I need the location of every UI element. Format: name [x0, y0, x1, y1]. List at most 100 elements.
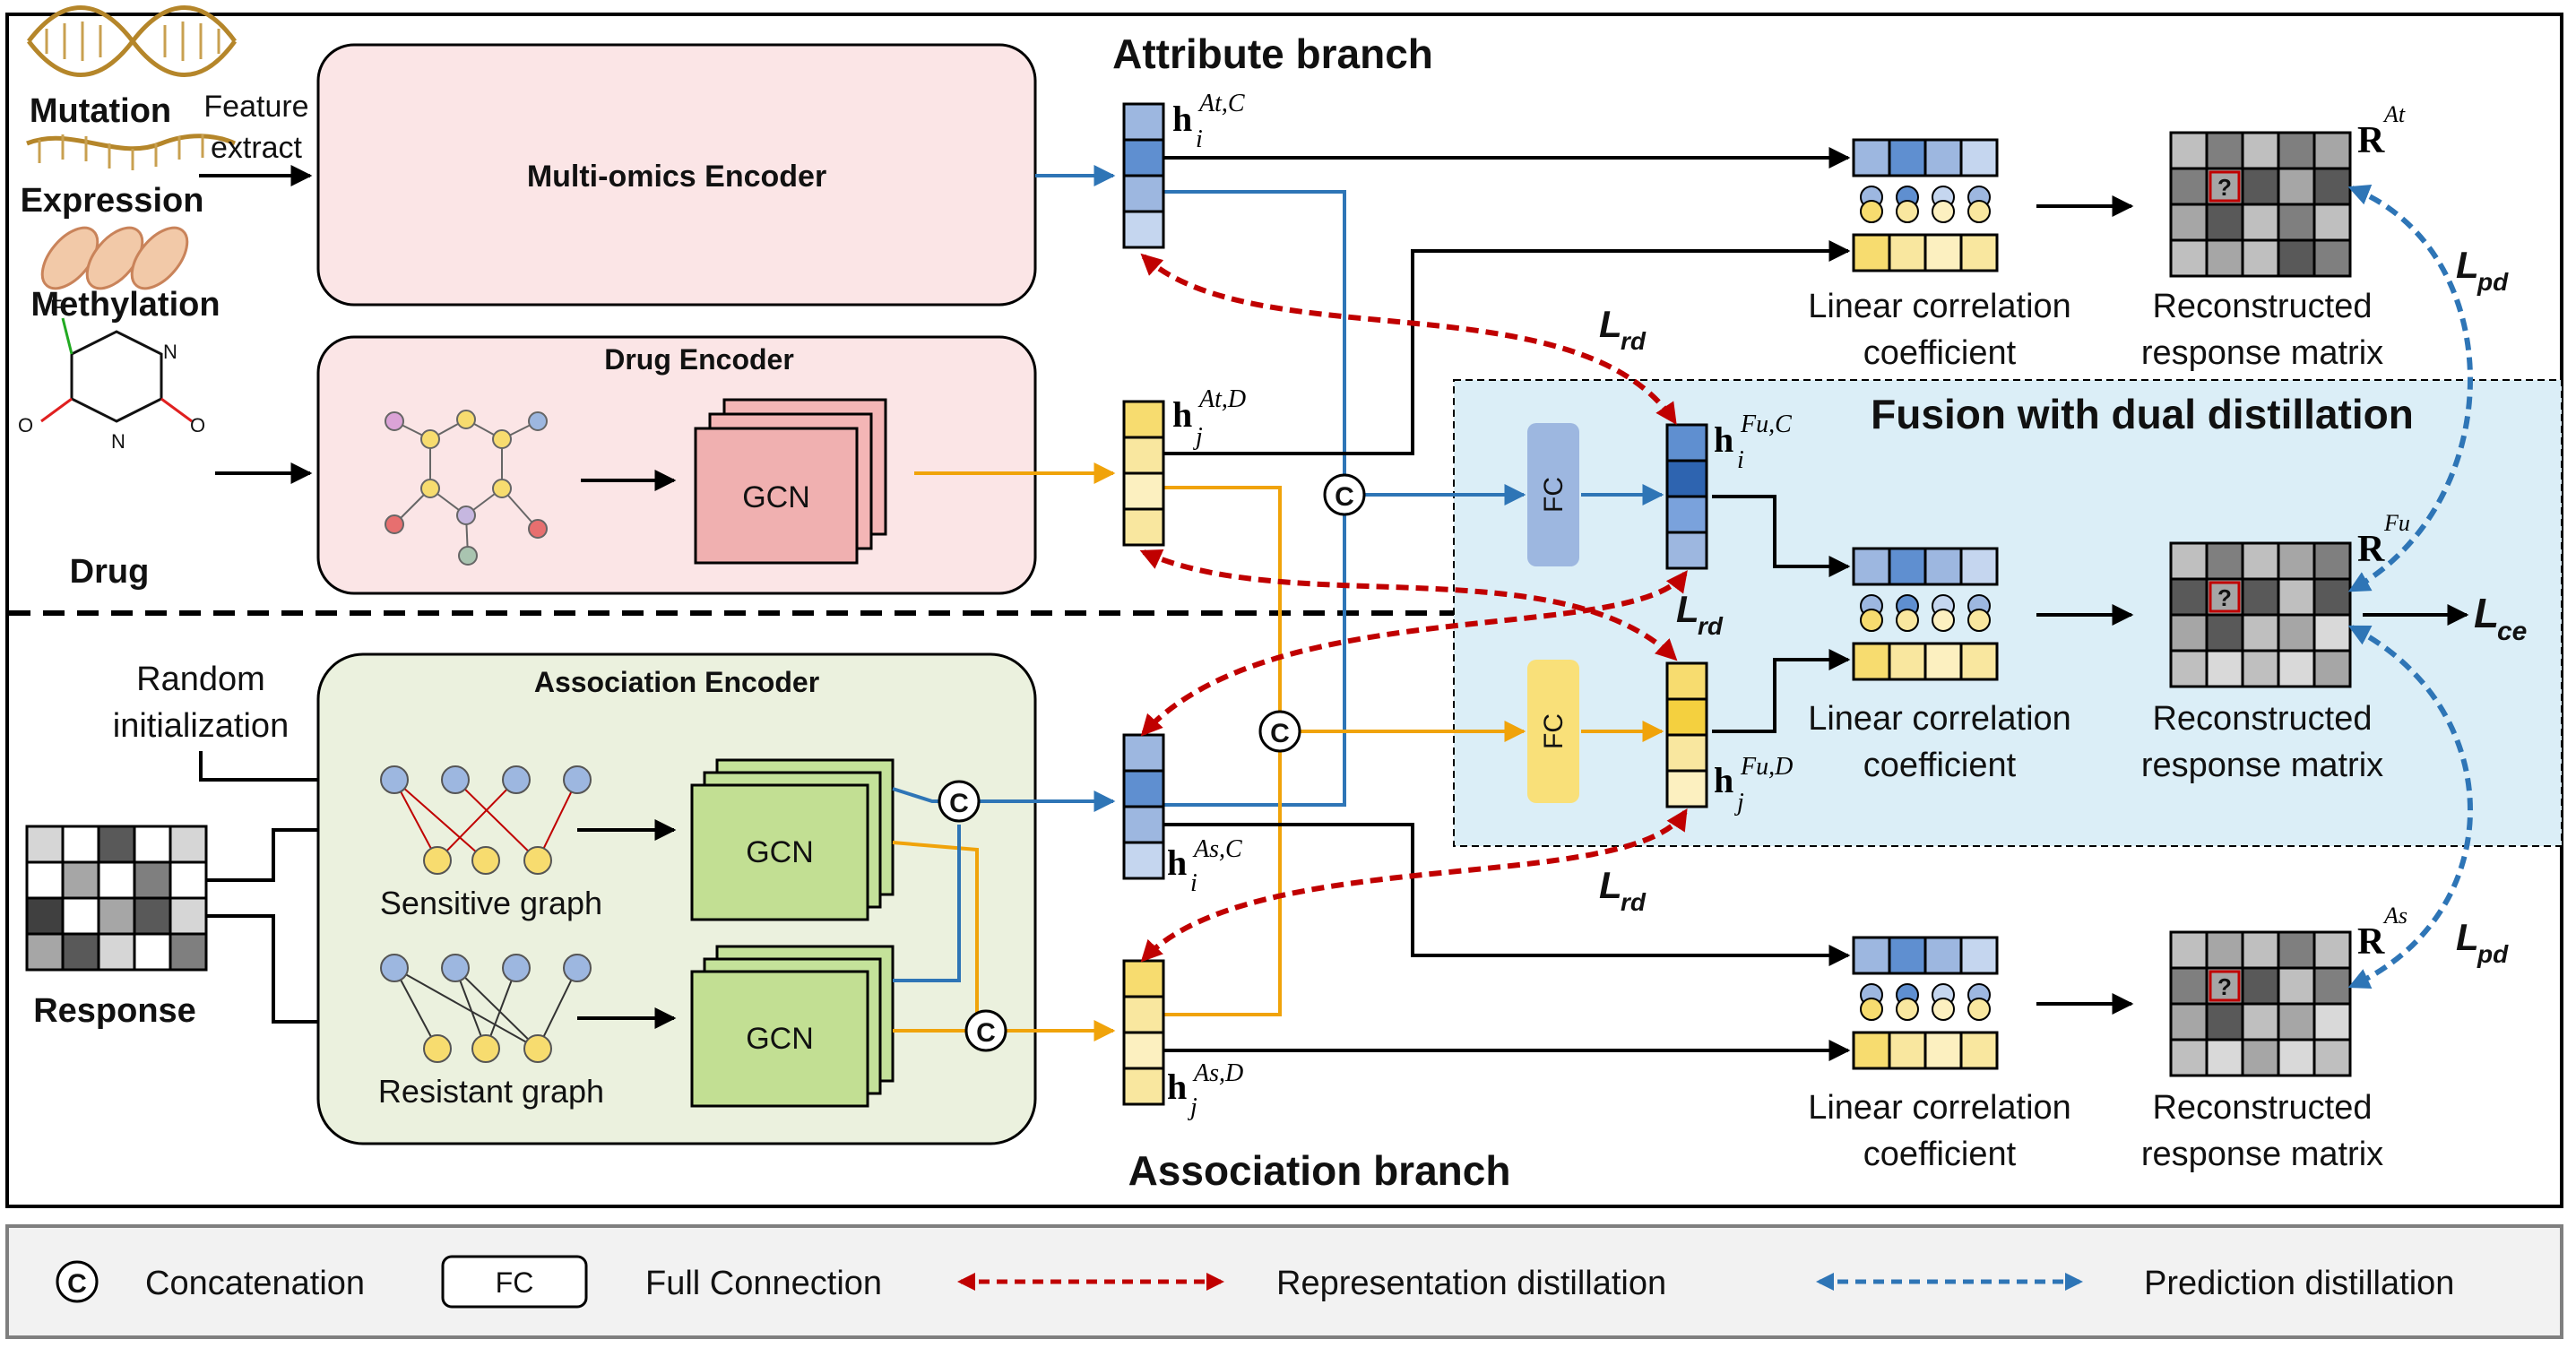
svg-text:C: C	[949, 789, 969, 818]
expression-label: Expression	[21, 182, 204, 220]
loss-rd-label-1: L rd	[1599, 303, 1647, 355]
rna-icon	[26, 134, 237, 170]
drug-gcn-label: GCN	[742, 480, 810, 514]
h-fu-d-vector	[1665, 661, 1708, 808]
rep-distill-fu-as-c-arrow	[1140, 570, 1688, 737]
svg-text:h: h	[1172, 99, 1192, 139]
svg-text:L: L	[1599, 303, 1622, 345]
multi-omics-encoder-label: Multi-omics Encoder	[527, 160, 826, 194]
svg-text:L: L	[1676, 588, 1699, 630]
svg-text:i: i	[1737, 446, 1744, 474]
svg-text:As,D: As,D	[1192, 1059, 1243, 1087]
lcc-block-fu	[1852, 547, 1999, 681]
h-at-d-vector	[1122, 400, 1165, 547]
concat-node-fusion-d: C	[1258, 710, 1301, 753]
h-as-d-vector	[1122, 959, 1165, 1106]
lcc-label-at-1: Linear correlation	[1808, 288, 2071, 325]
matrix-r-fu-question: ?	[2217, 584, 2232, 611]
matrix-r-fu	[2169, 541, 2352, 688]
loss-rd-label-3: L rd	[1599, 864, 1647, 916]
methylation-icon	[40, 226, 189, 290]
rrm-label-at-2: response matrix	[2141, 334, 2383, 372]
loss-ce-label: L ce	[2474, 590, 2527, 646]
fu-d-to-lcc-arrow	[1712, 649, 1851, 733]
legend-concatenation-label: Concatenation	[145, 1265, 365, 1302]
association-branch-title: Association branch	[1128, 1147, 1511, 1194]
h-at-c-vector	[1122, 102, 1165, 249]
rrm-label-at-1: Reconstructed	[2152, 288, 2372, 325]
svg-text:rd: rd	[1621, 888, 1647, 916]
svg-text:i: i	[1196, 125, 1203, 153]
resistant-graph	[380, 954, 592, 1063]
svg-text:rd: rd	[1621, 327, 1647, 355]
loss-rd-label-2: L rd	[1676, 588, 1724, 640]
svg-text:h: h	[1167, 842, 1187, 883]
oxygen-atom-1: O	[18, 414, 33, 436]
mutation-label: Mutation	[30, 92, 171, 130]
feature-extract-label-2: extract	[211, 131, 303, 165]
svg-text:h: h	[1167, 1067, 1187, 1107]
rrm-label-fu-1: Reconstructed	[2152, 700, 2372, 738]
lcc-block-at	[1852, 138, 1999, 272]
svg-text:Fu: Fu	[2383, 510, 2410, 536]
sensitive-graph	[380, 765, 592, 875]
as-c-to-concat-line	[1163, 514, 1346, 807]
rrm-label-as-2: response matrix	[2141, 1136, 2383, 1173]
legend-concat-icon: C	[56, 1260, 99, 1303]
h-at-d-label: h j At,D	[1172, 385, 1246, 451]
svg-text:R: R	[2357, 921, 2385, 963]
loss-pd-label-2: L pd	[2456, 916, 2509, 968]
matrix-r-as-question: ?	[2217, 973, 2232, 1000]
svg-text:R: R	[2357, 120, 2385, 161]
fc-block-c	[1527, 423, 1579, 566]
attribute-branch-title: Attribute branch	[1112, 30, 1433, 77]
svg-text:j: j	[1193, 423, 1203, 451]
h-as-c-vector	[1122, 733, 1165, 880]
sensitive-gcn-stack	[690, 758, 895, 921]
fluorine-atom: F	[50, 296, 62, 318]
svg-text:pd: pd	[2477, 940, 2509, 968]
matrix-r-at-question: ?	[2217, 174, 2232, 201]
concat-node-fusion-c: C	[1323, 473, 1366, 516]
response-matrix-input	[25, 825, 208, 972]
random-init-label-2: initialization	[113, 707, 289, 745]
svg-text:h: h	[1172, 394, 1192, 435]
fc-block-c-label: FC	[1539, 477, 1569, 513]
oxygen-atom-2: O	[190, 414, 205, 436]
drug-gcn-stack	[694, 398, 887, 565]
pred-distill-at-fu-arrow	[2347, 184, 2473, 592]
rrm-label-as-1: Reconstructed	[2152, 1089, 2372, 1127]
svg-text:L: L	[2456, 916, 2479, 958]
svg-text:L: L	[2474, 590, 2499, 636]
response-label: Response	[33, 992, 196, 1030]
h-fu-c-label: h i Fu,C	[1714, 410, 1792, 474]
nitrogen-atom-2: N	[111, 430, 125, 453]
sensitive-graph-label: Sensitive graph	[380, 885, 602, 921]
r-at-label: R At	[2357, 101, 2406, 161]
matrix-r-as	[2169, 930, 2352, 1077]
lcc-label-fu-1: Linear correlation	[1808, 700, 2071, 738]
svg-text:C: C	[976, 1018, 996, 1048]
legend-pred-distill-label: Prediction distillation	[2144, 1265, 2454, 1302]
svg-text:At,D: At,D	[1197, 385, 1246, 413]
association-encoder-label: Association Encoder	[534, 666, 819, 698]
concat-node-as-d: C	[964, 1009, 1007, 1052]
resistant-gcn-label: GCN	[746, 1022, 814, 1056]
svg-text:C: C	[1270, 719, 1290, 748]
svg-text:j: j	[1734, 789, 1744, 817]
rep-distill-fu-as-d-arrow	[1140, 808, 1688, 963]
svg-text:pd: pd	[2477, 268, 2509, 296]
sensitive-gcn-label: GCN	[746, 835, 814, 869]
lcc-label-as-1: Linear correlation	[1808, 1089, 2071, 1127]
svg-text:R: R	[2357, 529, 2385, 570]
h-fu-d-label: h j Fu,D	[1714, 753, 1793, 817]
nitrogen-atom-1: N	[163, 341, 177, 363]
lcc-label-as-2: coefficient	[1863, 1136, 2017, 1173]
svg-text:rd: rd	[1698, 612, 1724, 640]
svg-text:ce: ce	[2497, 617, 2527, 646]
dna-icon	[27, 5, 238, 77]
svg-text:C: C	[67, 1269, 87, 1299]
svg-text:At: At	[2382, 101, 2406, 127]
res-gcn-blue-line	[893, 825, 961, 982]
